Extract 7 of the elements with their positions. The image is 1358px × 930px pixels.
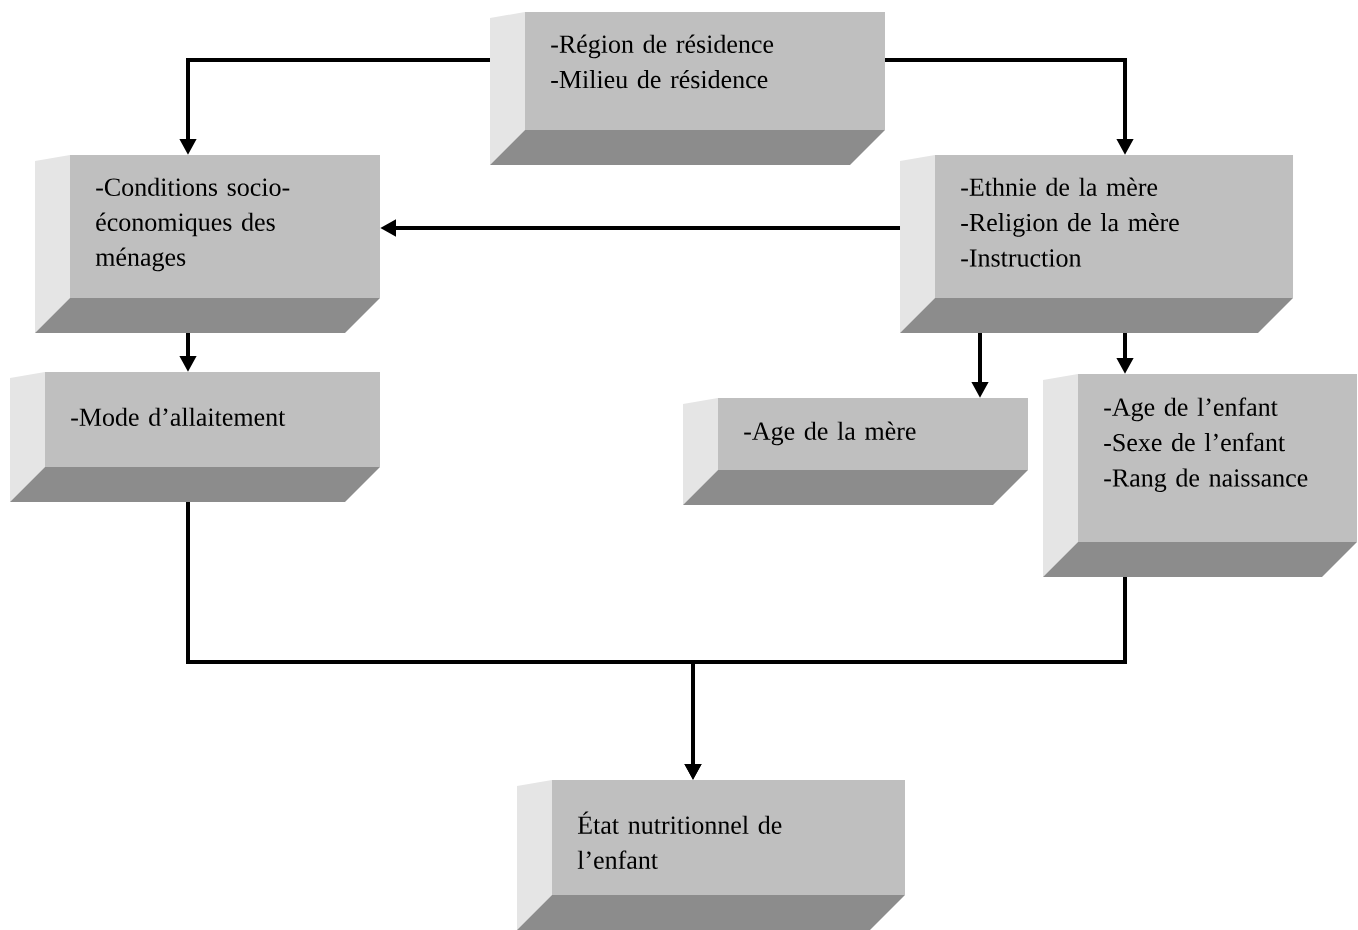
process-box: -Conditions socio-économiques des ménages [35, 155, 380, 333]
process-box: -Ethnie de la mère -Religion de la mère -Instruction [900, 155, 1293, 333]
process-box: -Région de résidence -Milieu de résidence [490, 12, 885, 165]
process-box: -Mode d’allaitement [10, 372, 380, 502]
process-box: -Age de l’enfant -Sexe de l’enfant -Rang de naissance [1043, 374, 1357, 577]
process-box: État nutritionnel de l’enfant [517, 780, 905, 930]
process-box: -Age de la mère [683, 398, 1028, 505]
